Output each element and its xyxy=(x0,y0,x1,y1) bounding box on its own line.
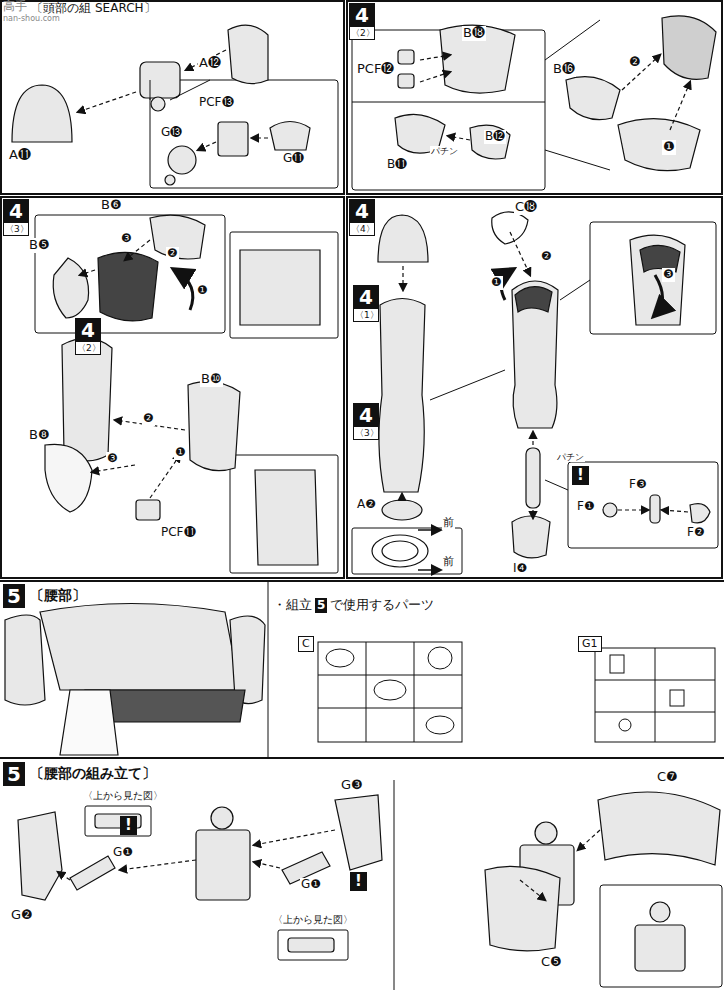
caution-mark: ! xyxy=(350,872,367,891)
part-label: F❷ xyxy=(686,526,706,540)
step-text: 〔腰部の組み立て〕 xyxy=(30,765,156,783)
part-label: ・組立 xyxy=(272,598,313,613)
part-label: 前 xyxy=(442,517,455,530)
part-label: SEARCH〕 xyxy=(94,2,157,16)
part-label: B⓫ xyxy=(386,158,408,172)
sprue-tag: C xyxy=(298,636,314,652)
step-badge: 4〈2〉 xyxy=(75,318,101,355)
step-text: 〈4〉 xyxy=(349,223,375,236)
part-label: G❶ xyxy=(300,878,322,892)
caution-mark: ! xyxy=(120,816,137,835)
step-number: 4 xyxy=(349,3,375,27)
part-label: B❻ xyxy=(100,198,123,213)
step-number: ! xyxy=(572,466,589,485)
part-label: A❷ xyxy=(356,498,377,512)
step-number: 4 xyxy=(75,318,101,342)
step-arrow-number: ❸ xyxy=(106,452,119,466)
step-arrow-number: ❶ xyxy=(490,276,503,290)
part-label: G⓫ xyxy=(282,152,305,166)
part-label: G⓭ xyxy=(160,126,183,140)
part-label: B❿ xyxy=(200,372,223,387)
part-label: G❸ xyxy=(340,778,364,793)
step-heading: 5 〔腰部〕 xyxy=(3,584,86,608)
part-label: C⓲ xyxy=(514,200,538,215)
part-label: 〈上から見た図〉 xyxy=(82,790,164,802)
step-badge: 4〈3〉 xyxy=(353,403,379,440)
step-number: C xyxy=(298,636,314,652)
step-arrow-number: ❶ xyxy=(174,446,187,460)
part-label: F❶ xyxy=(576,500,596,514)
part-label: 〈上から見た図〉 xyxy=(272,914,354,926)
part-label: I❹ xyxy=(512,562,528,576)
step-number: 4 xyxy=(353,285,379,309)
part-label: 高手 xyxy=(2,0,28,14)
part-label: パチン xyxy=(430,146,459,156)
part-label: で使用するパーツ xyxy=(329,598,435,613)
part-label: A⓫ xyxy=(8,148,32,163)
inline-step-number: 5 xyxy=(315,598,327,613)
part-label: B❺ xyxy=(28,238,51,253)
step-text: 〈3〉 xyxy=(353,427,379,440)
step-number: 4 xyxy=(353,403,379,427)
part-label: パチン xyxy=(556,452,585,462)
part-label: B⓬ xyxy=(484,130,506,144)
part-label: B⓰ xyxy=(552,62,576,77)
part-label: F❸ xyxy=(628,478,648,492)
step-text: 〈3〉 xyxy=(3,223,29,236)
step-text: 〔腰部〕 xyxy=(30,587,86,605)
step-number: G1 xyxy=(578,636,602,652)
step-text: 〈2〉 xyxy=(349,27,375,40)
step-arrow-number: ❸ xyxy=(662,268,675,282)
step-arrow-number: ❸ xyxy=(120,232,133,246)
part-label: 〔頭部の組 xyxy=(30,2,92,16)
part-label: G❷ xyxy=(10,908,34,923)
step-number: 4 xyxy=(3,199,29,223)
part-label: PCF⓫ xyxy=(160,526,197,540)
part-label: PCF⓬ xyxy=(356,62,395,77)
step-heading: 5 〔腰部の組み立て〕 xyxy=(3,762,156,786)
step-number: 5 xyxy=(3,584,25,608)
part-label: C❼ xyxy=(656,770,679,785)
step-arrow-number: ❶ xyxy=(662,140,676,155)
step-badge: 4〈2〉 xyxy=(349,3,375,40)
step-text: 〈1〉 xyxy=(353,309,379,322)
part-label: B❽ xyxy=(28,428,51,443)
step-arrow-number: ❷ xyxy=(628,55,642,70)
step-badge: 4〈3〉 xyxy=(3,199,29,236)
step-number: 4 xyxy=(349,199,375,223)
step-number: ! xyxy=(120,816,137,835)
part-label: A⓬ xyxy=(198,56,222,71)
caution-mark: ! xyxy=(572,466,589,485)
step-number: 5 xyxy=(315,598,327,613)
step-badge: 4〈1〉 xyxy=(353,285,379,322)
step-arrow-number: ❷ xyxy=(540,250,553,264)
sprue-tag: G1 xyxy=(578,636,602,652)
part-label: G❶ xyxy=(112,846,134,860)
step-arrow-number: ❶ xyxy=(196,284,209,298)
part-label: C❺ xyxy=(540,955,563,970)
step-number: ! xyxy=(350,872,367,891)
step-arrow-number: ❷ xyxy=(142,412,155,426)
part-label: 前 xyxy=(442,556,455,569)
step-badge: 4〈4〉 xyxy=(349,199,375,236)
part-label: PCF⓭ xyxy=(198,96,235,110)
part-label: B⓲ xyxy=(462,26,486,41)
step-text: 〈2〉 xyxy=(75,342,101,355)
step-arrow-number: ❷ xyxy=(166,247,179,261)
step-number: 5 xyxy=(3,762,25,786)
